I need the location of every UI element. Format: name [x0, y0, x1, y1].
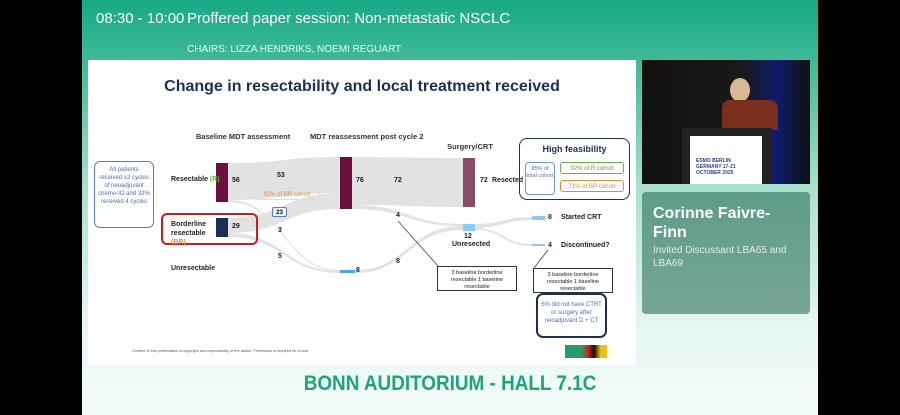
- count-72a: 72: [394, 177, 402, 184]
- borderline-highlight: [161, 213, 258, 245]
- slide-title: Change in resectability and local treatm…: [164, 78, 560, 95]
- bar-unresected: [463, 224, 475, 231]
- label-resected: Resected: [492, 177, 524, 184]
- br-cohort-pct: 82% of BR cohort: [254, 188, 320, 200]
- count-r: 56: [232, 177, 240, 184]
- hf-title: High feasibility: [542, 144, 607, 154]
- col-reassess: MDT reassessment post cycle 2: [310, 132, 424, 141]
- callout-discontinued: 3 baseline borderline resectable 1 basel…: [533, 268, 613, 293]
- bar-discontinued: [532, 244, 545, 246]
- callout-line-1: [397, 220, 439, 267]
- label-resectable: Resectable (R): [171, 176, 220, 183]
- flow-r-to-unres: [228, 200, 340, 272]
- count-23: 23: [272, 207, 287, 217]
- room-name: BONN AUDITORIUM - HALL 7.1C: [303, 372, 597, 395]
- count-br: 29: [232, 223, 240, 230]
- count-crt: 8: [548, 214, 552, 221]
- speaker-head: [730, 78, 750, 102]
- count-4: 4: [396, 212, 400, 219]
- label-unresectable: Unresectable: [171, 265, 215, 272]
- hf-br: 71% of BR cohort: [560, 180, 624, 192]
- flow-to-discontinued: [475, 228, 532, 246]
- flow-to-started-crt: [475, 217, 532, 228]
- bar-started-crt: [532, 216, 545, 220]
- session-time: 08:30 - 10:00: [96, 10, 185, 27]
- col-baseline: Baseline MDT assessment: [196, 132, 291, 141]
- flow-reassess-to-unresected: [352, 205, 463, 226]
- callout-unresected: 3 baseline borderline resectable 1 basel…: [437, 266, 517, 291]
- label-discontinued: Discontinued?: [561, 242, 610, 249]
- speaker-name: Corinne Faivre-Finn: [653, 205, 771, 242]
- bar-resected: [463, 158, 475, 207]
- count-5: 5: [278, 253, 282, 260]
- flow-br-to-unres: [228, 233, 340, 273]
- bar-reassess-resectable: [340, 157, 352, 209]
- count-76: 76: [356, 177, 364, 184]
- speaker-role: Invited Discussant LBA65 and LBA69: [653, 245, 787, 269]
- chemo-io-note: All patients received ≥2 cycles of neoad…: [94, 161, 154, 228]
- flow-reassess-to-surgery: [352, 157, 463, 207]
- sankey-diagram: [216, 157, 549, 273]
- label-borderline: Borderline resectable (BR): [171, 221, 207, 247]
- copyright-notice: Content of this presentation is copyrigh…: [132, 349, 310, 353]
- bar-baseline-borderline: [216, 218, 228, 237]
- callout-line-2: [533, 249, 549, 269]
- hf-total: 85% of total cohort: [525, 162, 555, 195]
- col-surgery: Surgery/CRT: [447, 142, 493, 151]
- bar-reassess-unresectable: [340, 270, 355, 273]
- count-3: 3: [278, 227, 282, 234]
- bar-baseline-resectable: [216, 163, 228, 202]
- high-feasibility-box: High feasibility 85% of total cohort 92%…: [519, 138, 630, 200]
- hf-r: 92% of R cohort: [560, 162, 624, 174]
- label-unresected: Unresected: [452, 241, 491, 248]
- no-treatment-note: 5% did not have CTRT or surgery after ne…: [536, 293, 607, 338]
- label-started-crt: Started CRT: [561, 214, 602, 221]
- count-53: 53: [277, 172, 285, 179]
- count-discontinued: 4: [548, 242, 552, 249]
- count-12: 12: [464, 233, 472, 240]
- session-chairs: CHAIRS: LIZZA HENDRIKS, NOEMI REGUART: [187, 44, 402, 55]
- speaker-body: [722, 100, 778, 130]
- count-72b: 72: [480, 177, 488, 184]
- podium-sign: ESMO BERLIN GERMANY 17-21 OCTOBER 2025: [690, 136, 762, 184]
- presentation-slide: Change in resectability and local treatm…: [88, 60, 636, 365]
- speaker-video: ESMO BERLIN GERMANY 17-21 OCTOBER 2025: [642, 60, 810, 184]
- flow-unres-to-unresected: [355, 226, 463, 273]
- session-title: Proffered paper session: Non-metastatic …: [187, 10, 511, 27]
- count-8: 8: [396, 258, 400, 265]
- esmo-logo: [565, 345, 607, 358]
- speaker-card: Corinne Faivre-Finn Invited Discussant L…: [642, 192, 810, 314]
- count-unres-mid: 8: [356, 267, 360, 274]
